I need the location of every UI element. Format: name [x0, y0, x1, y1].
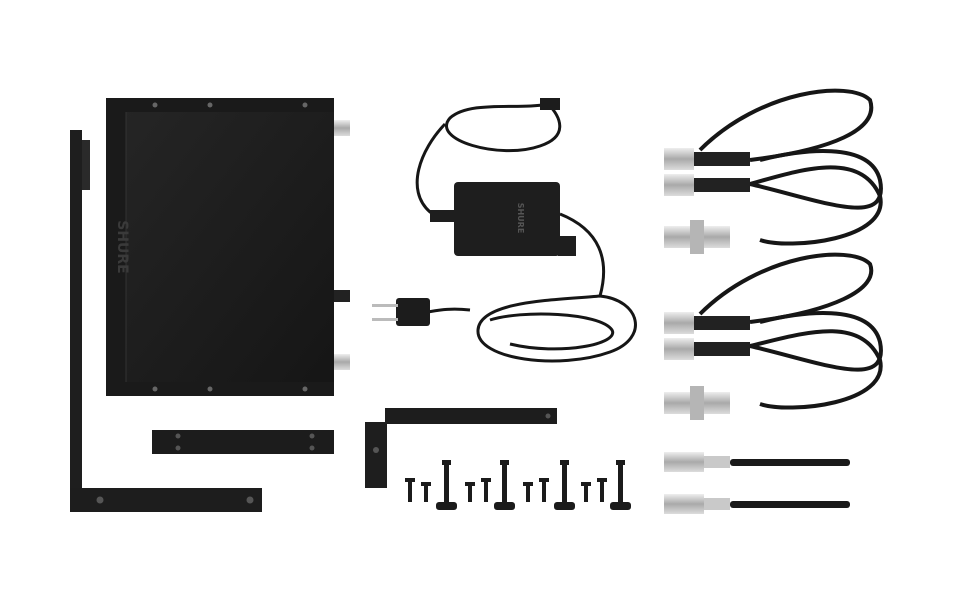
bnc-bulkhead-adapter-1: [664, 220, 730, 254]
bnc-bulkhead-adapter-2: [664, 386, 730, 420]
antenna-2: [664, 494, 850, 514]
power-supply-body: [454, 182, 560, 256]
dc-plug: [540, 98, 560, 110]
power-supply-brand-logo: SHURE: [516, 203, 525, 234]
rack-ear-short: [365, 408, 557, 488]
rack-screws: [405, 460, 631, 510]
receiver-brand-logo: SHURE: [114, 220, 130, 274]
receiver-unit: [106, 98, 350, 396]
bnc-jumper-cable-1: [664, 88, 883, 246]
ac-plug: [372, 298, 430, 326]
antenna-1: [664, 452, 850, 472]
bnc-jumper-cable-2: [664, 252, 883, 410]
rack-ear-long: [70, 130, 262, 512]
link-bar: [152, 430, 334, 454]
